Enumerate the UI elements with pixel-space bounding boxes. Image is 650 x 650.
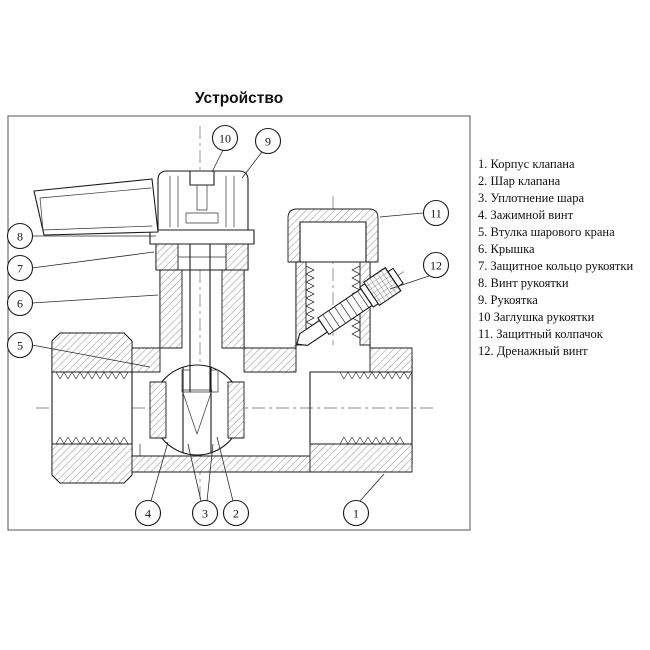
leader-line-7: [31, 251, 155, 269]
legend-item-6: 6. Крышка: [478, 242, 535, 256]
legend-item-4: 4. Зажимной винт: [478, 208, 574, 222]
callout-5: 5: [6, 331, 34, 359]
callout-6: 6: [6, 289, 34, 317]
svg-text:9: 9: [265, 135, 271, 149]
outlet-coupling: [309, 347, 413, 473]
svg-text:11: 11: [430, 207, 442, 221]
callout-1: 1: [342, 499, 370, 527]
leader-line-11: [379, 212, 424, 218]
svg-text:12: 12: [430, 259, 442, 273]
leader-line-5: [31, 344, 151, 368]
parts-legend: 1. Корпус клапана 2. Шар клапана 3. Упло…: [478, 156, 646, 360]
ball-assembly: [149, 364, 245, 456]
internal-thread: [55, 371, 129, 380]
legend-item-7: 7. Защитное кольцо рукоятки: [478, 259, 634, 273]
svg-text:1: 1: [353, 507, 359, 521]
diagram-frame: [7, 115, 471, 531]
handle-hub: [157, 170, 249, 231]
leader-line-6: [31, 294, 159, 304]
callout-2: 2: [222, 499, 250, 527]
callout-3: 3: [191, 499, 219, 527]
svg-text:2: 2: [233, 507, 239, 521]
callout-10: 10: [211, 124, 239, 152]
svg-text:5: 5: [17, 339, 23, 353]
callout-9: 9: [254, 127, 282, 155]
page-title: Устройство: [194, 90, 284, 107]
ball-cone: [181, 389, 213, 435]
leader-line-4: [150, 441, 169, 502]
svg-text:3: 3: [202, 507, 208, 521]
leader-line-2: [216, 436, 234, 502]
legend-item-5: 5. Втулка шарового крана: [478, 225, 615, 239]
legend-item-8: 8. Винт рукоятки: [478, 276, 569, 290]
callout-11: 11: [422, 199, 450, 227]
leader-line-3: [187, 443, 214, 502]
legend-item-12: 12. Дренажный винт: [478, 344, 588, 358]
stem: [189, 231, 211, 393]
handle-lever: [33, 178, 159, 236]
legend-item-1: 1. Корпус клапана: [478, 157, 575, 171]
svg-text:7: 7: [17, 262, 23, 276]
svg-text:8: 8: [17, 230, 23, 244]
leader-line-1: [359, 473, 385, 502]
leader-line-12: [389, 275, 430, 290]
legend-item-10: 10 Заглушка рукоятки: [478, 310, 595, 324]
callout-12: 12: [422, 251, 450, 279]
handle-protective-ring: [149, 229, 255, 245]
legend-item-3: 3. Уплотнение шара: [478, 191, 584, 205]
handle-plug: [189, 170, 215, 186]
internal-thread: [55, 436, 129, 445]
callout-8: 8: [6, 222, 34, 250]
legend-item-9: 9. Рукоятка: [478, 293, 538, 307]
svg-text:10: 10: [219, 132, 231, 146]
callout-7: 7: [6, 254, 34, 282]
leader-lines: [31, 149, 430, 502]
leader-line-10: [211, 149, 224, 173]
ball-seat-right: [227, 381, 245, 439]
svg-text:4: 4: [145, 507, 151, 521]
valve-body: [131, 347, 413, 473]
drain-screw: [296, 267, 404, 346]
internal-thread: [339, 436, 405, 445]
left-coupling: [51, 332, 141, 484]
handle-screw: [185, 212, 219, 224]
legend-item-2: 2. Шар клапана: [478, 174, 561, 188]
legend-item-11: 11. Защитный колпачок: [478, 327, 603, 341]
leader-line-9: [241, 151, 263, 179]
top-port: [287, 208, 379, 349]
svg-text:6: 6: [17, 297, 23, 311]
ball-seat-left: [149, 381, 167, 439]
callout-4: 4: [134, 499, 162, 527]
stem-assembly: [155, 231, 249, 393]
internal-thread: [339, 371, 413, 380]
